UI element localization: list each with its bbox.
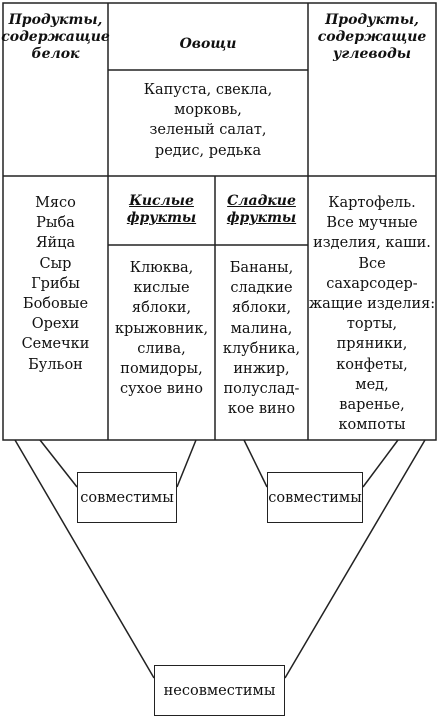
list-item: кислые (133, 280, 190, 297)
list-item: Грибы (31, 275, 80, 292)
list-item: сладкие (230, 280, 293, 297)
connector-sweet-to-compatible (243, 439, 268, 488)
list-item: кое вино (227, 401, 296, 418)
list-item: жащие изделия: (308, 296, 436, 313)
list-item: Семечки (21, 336, 90, 353)
sweet-fruits-header-line: Сладкие (227, 193, 296, 209)
list-item: Клюква, (129, 260, 194, 276)
list-item: Мясо (35, 195, 76, 211)
protein-header: Продукты, содержащие белок (1, 12, 110, 63)
sweet-fruits-items: Бананы, сладкие яблоки, малина, клубника… (215, 258, 308, 420)
connector-carbs-to-incompatible (284, 439, 426, 679)
vegetables-items: Капуста, свекла, морковь, зеленый салат,… (108, 80, 308, 161)
carbs-header: Продукты, содержащие углеводы (308, 12, 436, 63)
list-item: сахарсодер- (326, 275, 418, 292)
list-item: крыжовник, (114, 320, 209, 337)
list-item: яблоки, (231, 300, 292, 317)
list-item: компоты (338, 417, 406, 434)
connector-sour-to-compatible (176, 439, 197, 488)
list-item: Яйца (35, 235, 76, 252)
list-item: Орехи (31, 316, 80, 333)
compatible-label-left: совместимы (80, 489, 174, 506)
list-item: слива, (137, 340, 186, 357)
vegetables-title: Овощи (179, 36, 237, 52)
carbs-header-line: Продукты, (325, 12, 419, 28)
list-item: сухое вино (120, 381, 203, 398)
sour-fruits-header-line: Кислые (129, 193, 194, 209)
list-item: малина, (230, 320, 293, 337)
list-item: конфеты, (336, 356, 408, 373)
list-item: изделия, каши. (313, 235, 431, 252)
protein-header-line: белок (31, 46, 80, 62)
list-item: Сыр (39, 255, 72, 272)
carbs-header-line: содержащие (317, 29, 427, 45)
sour-fruits-header-line: фрукты (126, 210, 197, 226)
connector-carbs-to-compatible (362, 439, 399, 488)
vegetables-header: Овощи (108, 36, 308, 53)
list-item: Рыба (36, 215, 75, 232)
sweet-fruits-header-line: фрукты (226, 210, 297, 226)
compatible-box-left: совместимы (77, 472, 177, 523)
list-item: варенье, (339, 397, 405, 414)
list-item: пряники, (336, 336, 408, 353)
list-item: Картофель. (328, 195, 416, 211)
list-item: клубника, (222, 340, 301, 357)
protein-header-line: Продукты, (8, 12, 103, 28)
list-item: яблоки, (131, 300, 192, 317)
list-item: Все (358, 255, 386, 272)
sweet-fruits-header: Сладкие фрукты (215, 193, 308, 227)
protein-header-line: содержащие (1, 29, 110, 45)
list-item: Бананы, (229, 260, 294, 276)
list-item: Капуста, свекла, (143, 82, 273, 98)
connector-protein-to-incompatible (14, 439, 155, 679)
compatible-box-right: совместимы (267, 472, 363, 523)
protein-items: Мясо Рыба Яйца Сыр Грибы Бобовые Орехи С… (3, 193, 108, 375)
list-item: торты, (346, 316, 398, 333)
list-item: редис, редька (154, 142, 262, 159)
sour-fruits-header: Кислые фрукты (108, 193, 215, 227)
list-item: Бульон (28, 356, 83, 373)
incompatible-label: несовместимы (163, 682, 276, 699)
list-item: полуслад- (223, 381, 300, 398)
list-item: Все мучные (326, 215, 418, 232)
list-item: инжир, (233, 361, 290, 378)
incompatible-box: несовместимы (154, 665, 285, 716)
carbs-header-line: углеводы (333, 46, 411, 62)
sour-fruits-items: Клюква, кислые яблоки, крыжовник, слива,… (108, 258, 215, 399)
list-item: морковь, (174, 102, 242, 119)
table-border (2, 2, 437, 441)
connector-protein-to-compatible (39, 439, 78, 488)
compatible-label-right: совместимы (268, 489, 362, 506)
list-item: зеленый салат, (149, 122, 267, 139)
carbs-items: Картофель. Все мучные изделия, каши. Все… (308, 193, 436, 435)
list-item: мед, (355, 376, 389, 393)
list-item: помидоры, (120, 361, 203, 378)
list-item: Бобовые (22, 296, 89, 313)
